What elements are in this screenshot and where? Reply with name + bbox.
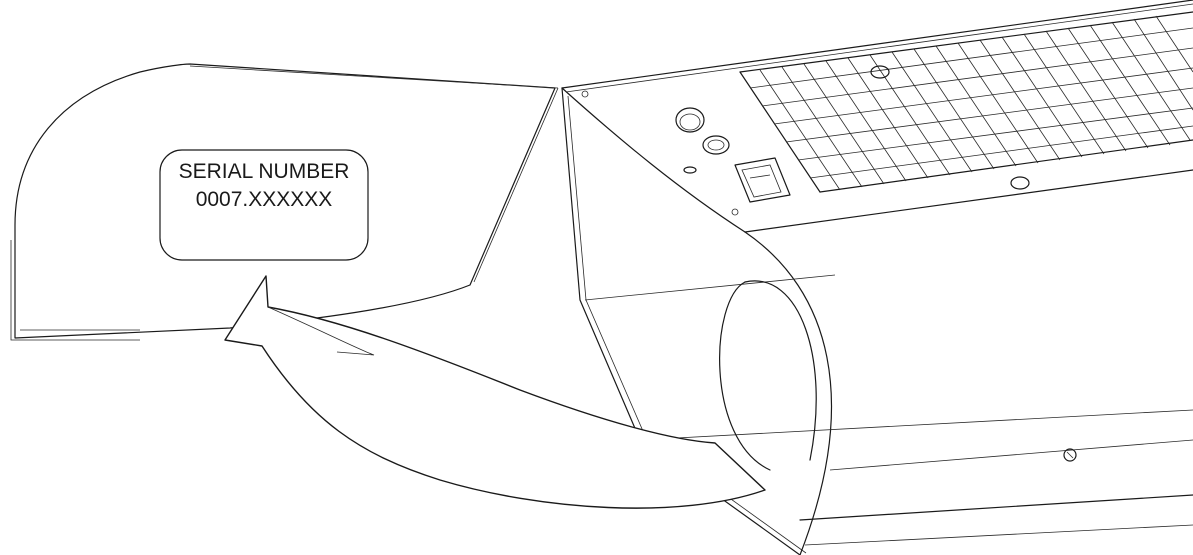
indicator-ring — [702, 135, 730, 155]
top-screw-icon — [870, 65, 890, 79]
slot-icon — [683, 166, 697, 174]
vent-grille — [739, 11, 1193, 193]
side-cover-panel — [10, 63, 559, 341]
power-button — [675, 107, 705, 133]
serial-number-title: SERIAL NUMBER — [179, 160, 350, 183]
serial-number-label: SERIAL NUMBER 0007.XXXXXX — [159, 149, 369, 261]
rotate-arrow-icon — [224, 275, 766, 509]
vent-screw-icon — [1010, 176, 1030, 190]
power-socket — [734, 157, 791, 203]
serial-number-value: 0007.XXXXXX — [196, 188, 333, 211]
